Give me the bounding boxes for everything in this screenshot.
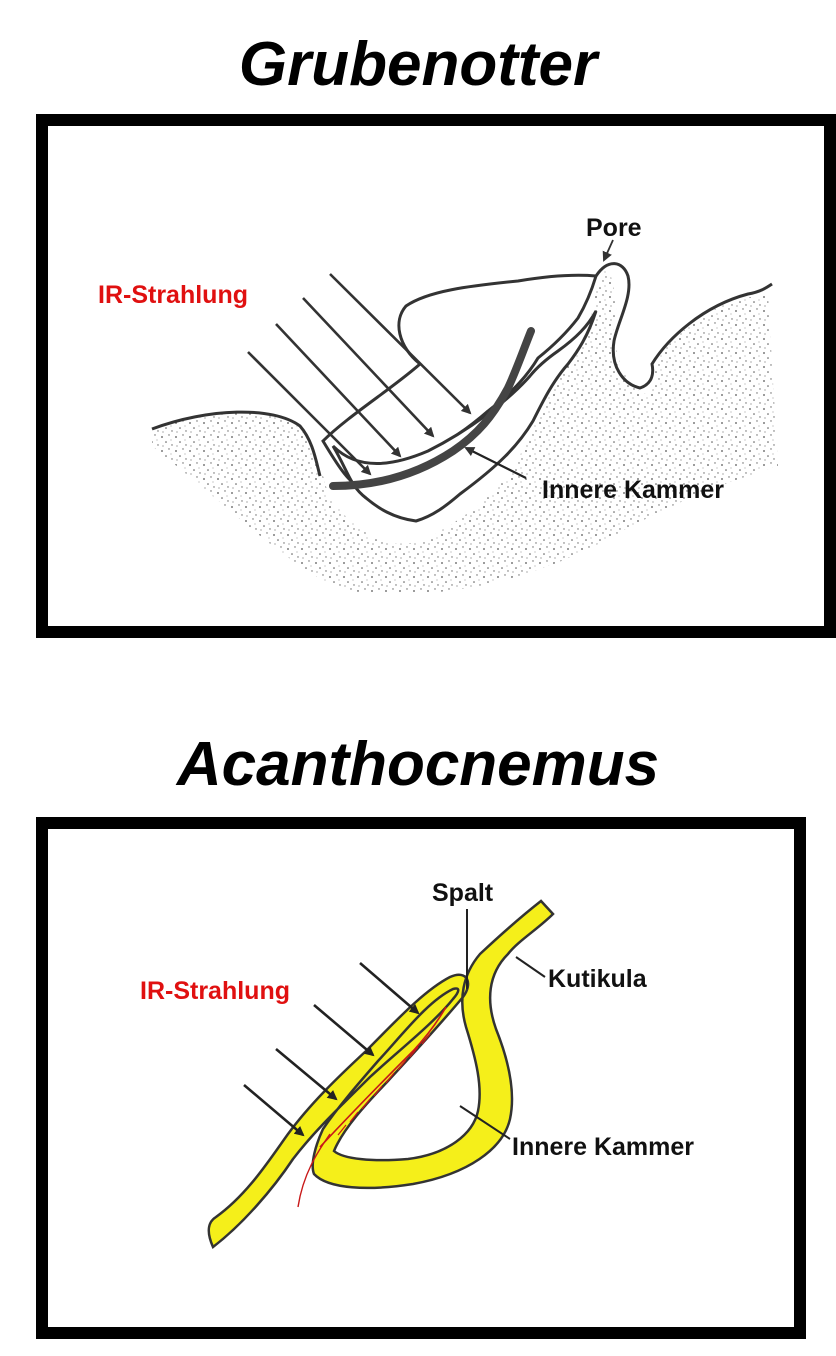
ir-arrow-b1	[243, 1084, 305, 1137]
ir-label-bottom: IR-Strahlung	[140, 977, 290, 1005]
cuticle-pointer	[515, 956, 546, 978]
slit-label: Spalt	[432, 879, 494, 907]
ir-arrow-b3	[313, 1004, 375, 1057]
sensory-lining	[319, 1006, 447, 1148]
pit-viper-diagram: IR-Strahlung Pore Innere Kammer	[98, 214, 778, 594]
sensilla	[337, 1033, 431, 1136]
cuticle-label: Kutikula	[548, 965, 648, 993]
cuticle	[207, 899, 555, 1249]
ir-arrow-2	[275, 323, 402, 458]
pore-label: Pore	[586, 214, 642, 242]
ir-label-top: IR-Strahlung	[98, 281, 248, 309]
beetle-diagram: IR-Strahlung Spalt Kutikula Innere Kamme…	[140, 879, 694, 1249]
pit-membrane	[329, 327, 535, 490]
inner-chamber-pointer	[464, 447, 527, 479]
inner-chamber-label-bottom: Innere Kammer	[512, 1133, 694, 1161]
ir-arrow-1	[247, 351, 372, 476]
ir-arrow-b2	[275, 1048, 338, 1101]
skin-surface	[151, 410, 322, 477]
inner-chamber-label-top: Innere Kammer	[542, 476, 724, 504]
beetle-panel: IR-Strahlung Spalt Kutikula Innere Kamme…	[36, 817, 806, 1339]
ir-arrow-b4	[359, 962, 420, 1015]
beetle-title: Acanthocnemus	[176, 730, 660, 799]
tissue-left	[152, 266, 778, 594]
inner-chamber	[331, 310, 598, 523]
pore-pointer	[602, 239, 614, 262]
ir-arrow-4	[329, 273, 472, 415]
ir-arrow-3	[302, 297, 435, 438]
pit-viper-panel: IR-Strahlung Pore Innere Kammer	[36, 114, 836, 638]
pit-viper-title: Grubenotter	[238, 30, 598, 99]
inner-chamber-pointer-b	[459, 1105, 511, 1140]
nerve-fiber	[297, 1133, 331, 1208]
pore-rim	[594, 262, 773, 390]
